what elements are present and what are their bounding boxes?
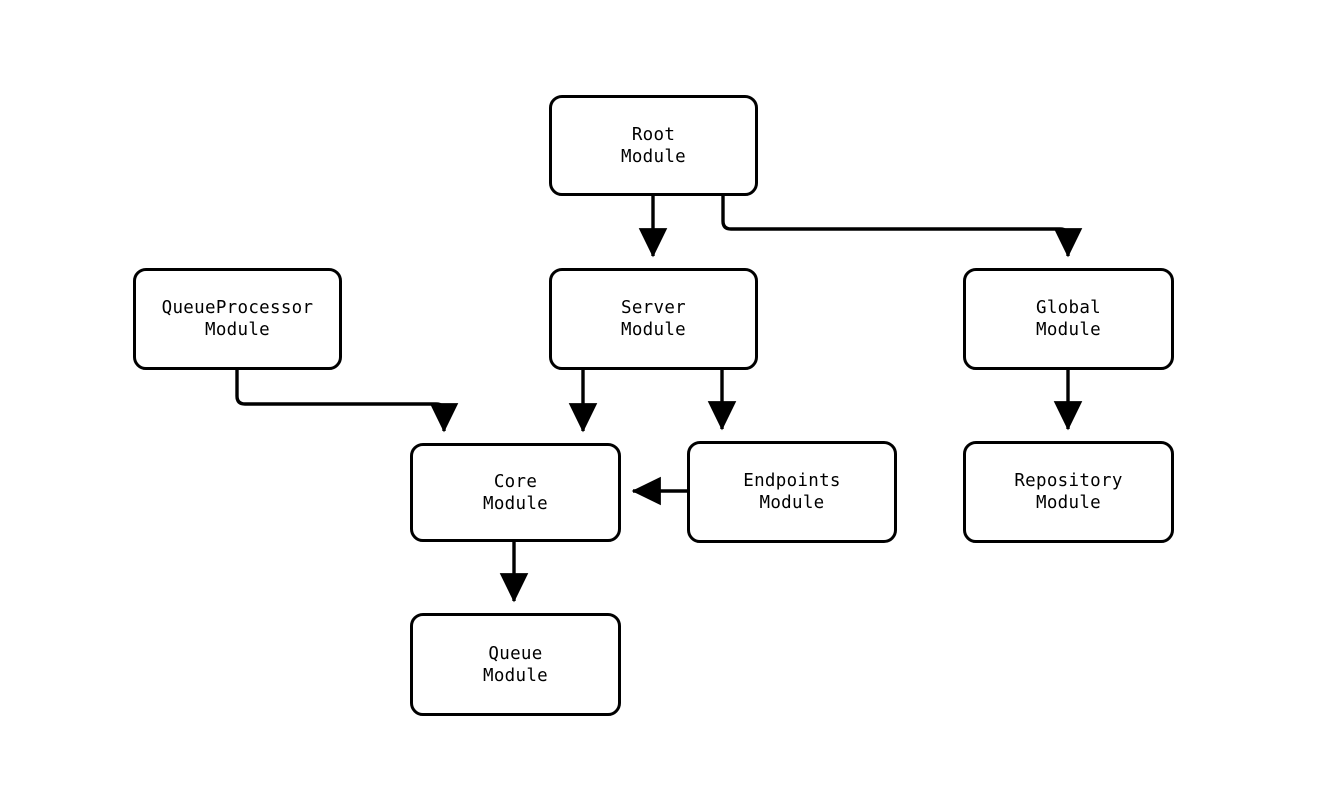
node-queue-subtitle: Module — [482, 665, 548, 686]
edge-root-to-global — [721, 196, 1083, 258]
node-repository-title: Repository — [1014, 471, 1123, 491]
node-queueprocessor-subtitle: Module — [204, 320, 270, 340]
node-endpoints-title: Endpoints — [743, 471, 841, 491]
node-root-subtitle: Module — [620, 146, 686, 167]
node-root-title: Root — [631, 124, 676, 145]
node-global-title: Global — [1035, 298, 1101, 318]
node-repository-subtitle: Module — [1035, 493, 1101, 513]
node-queue-title: Queue — [488, 643, 543, 664]
node-global-subtitle: Module — [1035, 320, 1101, 340]
edge-queueprocessor-to-core — [235, 370, 459, 433]
node-server-subtitle: Module — [620, 320, 686, 340]
node-server-title: Server — [620, 298, 686, 318]
node-core-subtitle: Module — [482, 493, 548, 514]
node-endpoints-subtitle: Module — [759, 493, 825, 513]
node-queueprocessor-title: QueueProcessor — [161, 298, 314, 318]
node-core-title: Core — [493, 471, 538, 492]
